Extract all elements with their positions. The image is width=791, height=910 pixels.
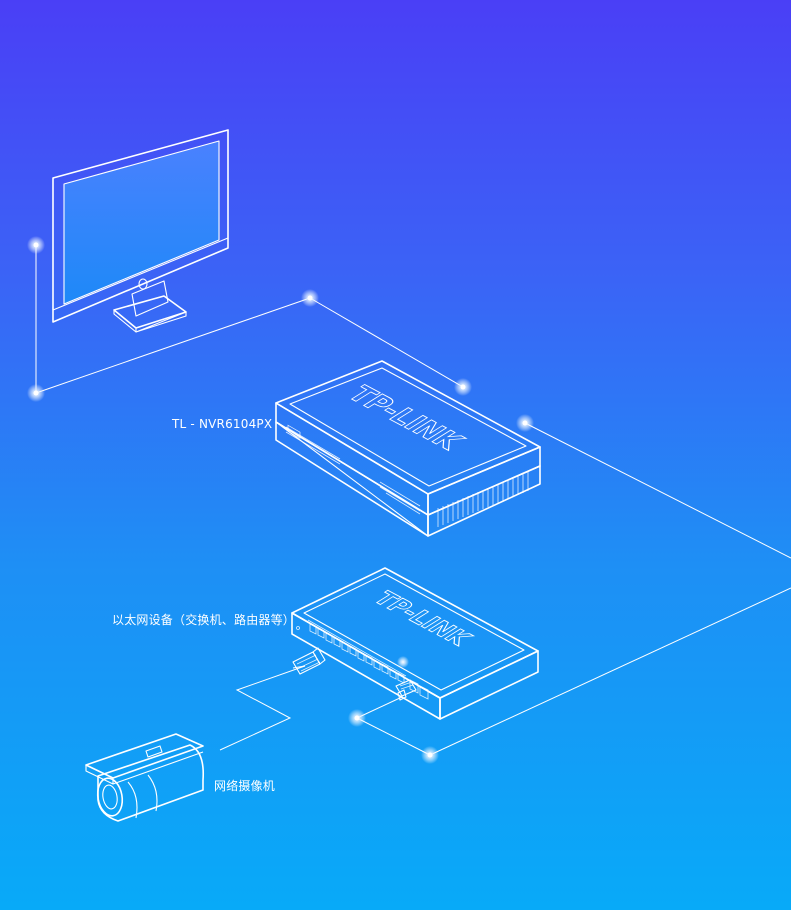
switch-device-icon: TP-LINK bbox=[291, 567, 539, 720]
node-dot bbox=[522, 420, 528, 426]
node-dot bbox=[307, 295, 313, 301]
switch-label: 以太网设备（交换机、路由器等） bbox=[112, 613, 296, 627]
link-right-to-bottom bbox=[429, 587, 791, 756]
link-node-to-nvr bbox=[309, 297, 464, 388]
connection-lines bbox=[35, 245, 791, 756]
nvr-brand-logo: TP-LINK bbox=[340, 381, 473, 454]
bullet-camera-icon bbox=[85, 733, 205, 822]
glow-nodes bbox=[27, 236, 534, 764]
nvr-label: TL - NVR6104PX bbox=[172, 417, 273, 431]
ethernet-plug-icon bbox=[292, 647, 326, 675]
node-dot bbox=[33, 390, 39, 396]
node-dot bbox=[33, 242, 39, 248]
node-glow bbox=[397, 656, 409, 668]
node-dot bbox=[354, 715, 360, 721]
link-switch-to-bottom bbox=[356, 717, 431, 756]
monitor-icon bbox=[52, 129, 229, 333]
node-dot bbox=[427, 752, 433, 758]
link-camera-cable bbox=[219, 665, 306, 751]
ethernet-plug-icon bbox=[395, 679, 417, 701]
camera-label: 网络摄像机 bbox=[214, 779, 276, 793]
link-nvr-to-right bbox=[524, 422, 791, 559]
switch-brand-logo: TP-LINK bbox=[367, 588, 480, 650]
node-dot bbox=[460, 384, 466, 390]
nvr-device-icon: TP-LINK bbox=[275, 360, 541, 537]
link-monitor-to-node bbox=[35, 297, 311, 394]
